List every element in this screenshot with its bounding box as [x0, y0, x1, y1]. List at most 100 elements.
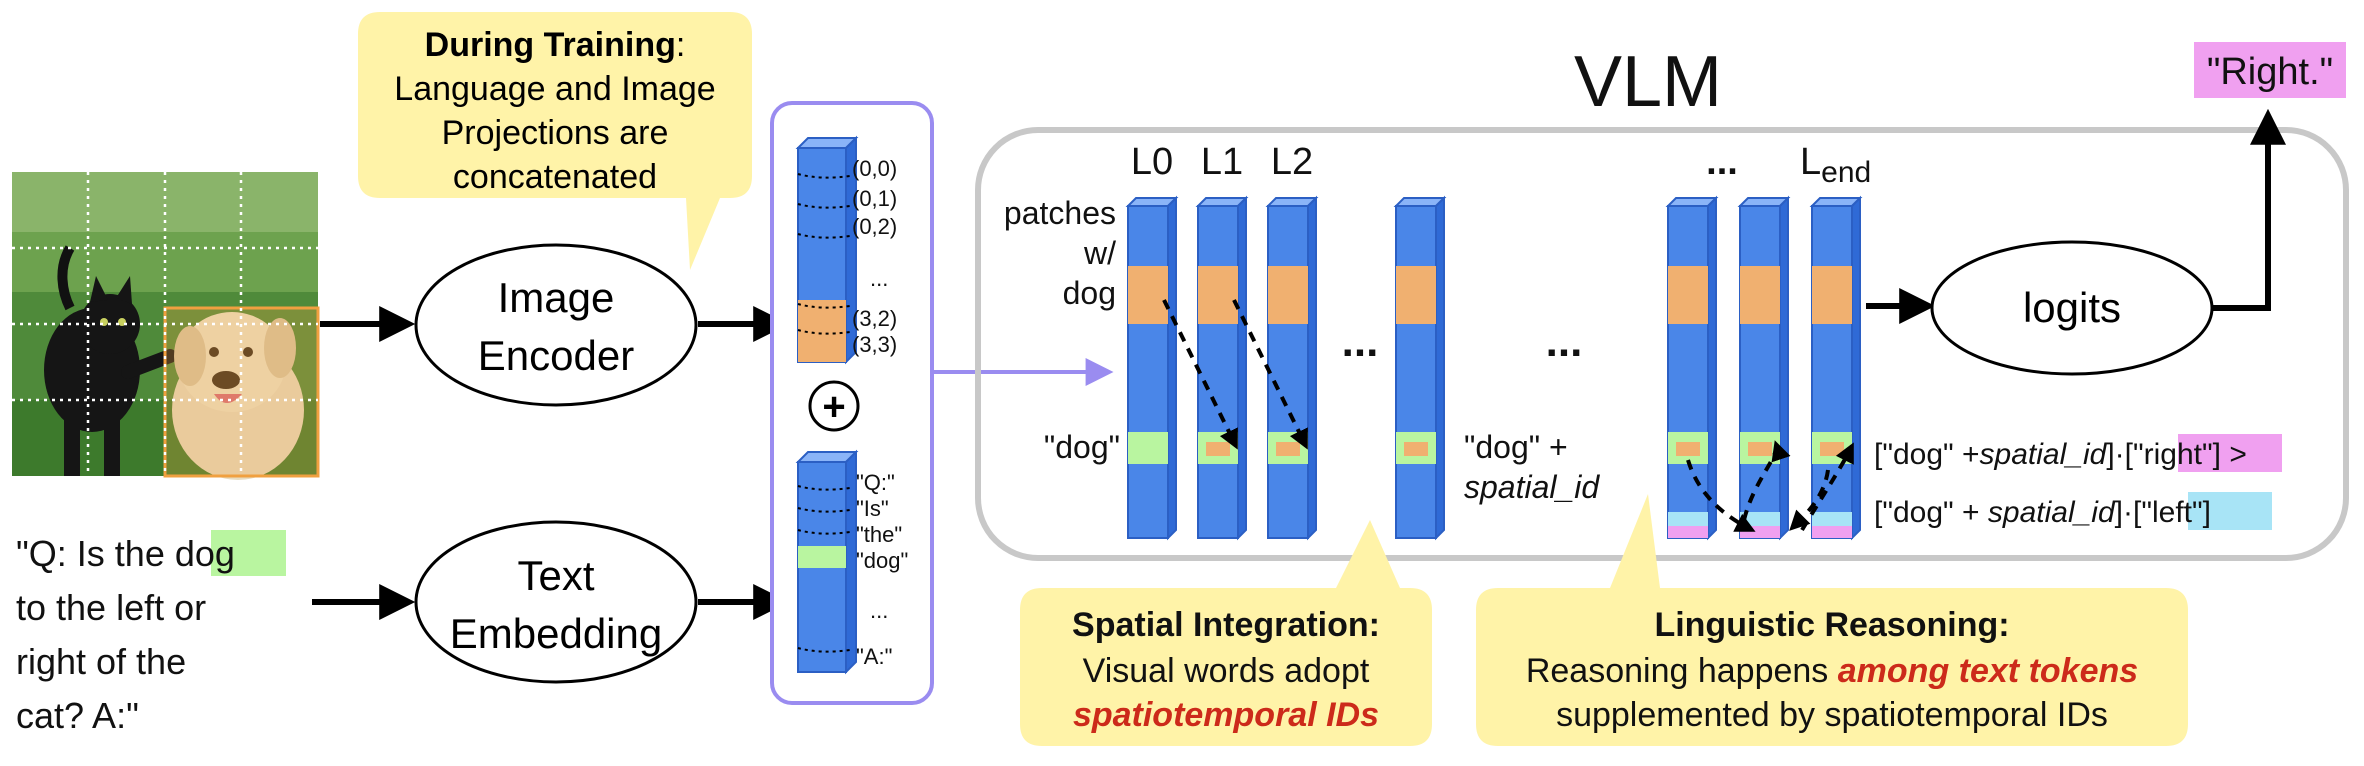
- patch-label-2: (0,2): [852, 214, 897, 239]
- mid-ellipsis-1: ...: [1342, 317, 1379, 366]
- eq2-mid: ]·[: [2115, 496, 2142, 529]
- patch-label-3: ...: [870, 266, 888, 291]
- eq2-left-token: "left": [2141, 496, 2202, 529]
- question-dog-highlight: [211, 530, 286, 576]
- dog-spatial-line2: spatial_id: [1464, 469, 1600, 505]
- question-line3: right of the: [16, 641, 186, 682]
- eq1-spatial-id: spatial_id: [1980, 438, 2108, 471]
- linguistic-callout-line2: supplemented by spatiotemporal IDs: [1556, 696, 2108, 734]
- mid-ellipsis-2: ...: [1546, 317, 1583, 366]
- vlm-left-labels: patches w/ dog "dog": [1004, 195, 1120, 465]
- eq1-right-token: "right": [2133, 438, 2213, 471]
- image-encoder-line1: Image: [498, 274, 615, 321]
- spatial-callout-line1: Visual words adopt: [1083, 652, 1370, 690]
- svg-text:Lend: Lend: [1800, 141, 1871, 189]
- question-line4: cat? A:": [16, 695, 139, 736]
- linguistic-callout-title: Linguistic Reasoning:: [1654, 606, 2009, 644]
- layer-column-l1: [1195, 195, 1249, 541]
- question-dog-word: dog: [175, 533, 235, 574]
- logits-to-output-arrow: [2212, 108, 2286, 311]
- logits-node: logits: [1930, 240, 2214, 376]
- token-label-0: "Q:": [856, 470, 895, 495]
- eq1-post: ] >: [2213, 438, 2247, 471]
- text-embedding-line2: Embedding: [450, 610, 662, 657]
- training-callout-line3: concatenated: [453, 158, 657, 196]
- eq2-spatial-id: spatial_id: [1988, 496, 2116, 529]
- concat-plus: +: [808, 380, 860, 432]
- patch-label-4: (3,2): [852, 306, 897, 331]
- patches-label-line1: patches: [1004, 195, 1116, 231]
- layer-column-l0: [1125, 195, 1179, 541]
- input-photo: [12, 172, 320, 480]
- dog-token-label: "dog": [1044, 429, 1120, 465]
- layer-end-sub: end: [1821, 156, 1871, 189]
- patches-label-line3: dog: [1063, 275, 1116, 311]
- svg-text:"Q: Is the dog: "Q: Is the dog: [16, 533, 235, 574]
- image-encoder-line2: Encoder: [478, 332, 634, 379]
- layer-column-l2: [1265, 195, 1319, 541]
- text-token-labels: "Q:" "Is" "the" "dog" ... "A:": [856, 470, 908, 669]
- eq2-pre: ["dog" +: [1874, 496, 1988, 529]
- information-flow-arrows: [1162, 299, 1854, 532]
- token-label-1: "Is": [856, 496, 889, 521]
- output-text: "Right.": [2207, 51, 2333, 93]
- dog-spatial-label: "dog" + spatial_id: [1464, 429, 1600, 505]
- svg-text:Reasoning happens among text t: Reasoning happens among text tokens: [1526, 652, 2138, 690]
- question-line2: to the left or: [16, 587, 206, 628]
- patch-grid: [12, 172, 318, 476]
- text-token-dog-segment: [798, 546, 846, 568]
- dog-spatial-line1: "dog" +: [1464, 429, 1568, 465]
- text-embedding-line1: Text: [517, 552, 594, 599]
- training-callout: During Training: Language and Image Proj…: [358, 12, 752, 270]
- left-token-highlight: [2188, 492, 2272, 530]
- dog-patch-highlight: [163, 306, 320, 478]
- dog-figure: [172, 312, 304, 480]
- right-token-highlight: [2178, 434, 2282, 472]
- token-label-4: ...: [870, 598, 888, 623]
- eq2-post: ]: [2203, 496, 2211, 529]
- svg-text:["dog" +spatial_id]·["right"]: ["dog" +spatial_id]·["right"] >: [1874, 438, 2247, 471]
- svg-text:During Training:: During Training:: [425, 26, 686, 64]
- layer-label-l1: L1: [1201, 141, 1243, 183]
- linguistic-callout: Linguistic Reasoning: Reasoning happens …: [1476, 494, 2188, 746]
- vlm-title: VLM: [1574, 42, 1722, 122]
- layer-column-end: [1809, 195, 1863, 541]
- training-callout-line2: Projections are: [442, 114, 669, 152]
- layer-labels: L0 L1 L2 ... Lend: [1131, 141, 1871, 189]
- image-patch-column: [795, 135, 859, 365]
- layer-end-base: L: [1800, 141, 1821, 183]
- patches-label-line2: w/: [1083, 235, 1116, 271]
- text-token-column: [795, 449, 859, 675]
- eq1-mid: ]·[: [2106, 438, 2133, 471]
- token-label-5: "A:": [856, 644, 892, 669]
- spatial-callout: Spatial Integration: Visual words adopt …: [1020, 520, 1432, 746]
- layer-label-l2: L2: [1271, 141, 1313, 183]
- question-text: "Q: Is the dog to the left or right of t…: [16, 530, 286, 736]
- logits-label: logits: [2023, 284, 2121, 331]
- patch-labels: (0,0) (0,1) (0,2) ... (3,2) (3,3): [852, 156, 897, 357]
- eq1-pre: ["dog" +: [1874, 438, 1980, 471]
- layer-label-l0: L0: [1131, 141, 1173, 183]
- training-callout-colon: :: [676, 26, 685, 64]
- token-label-2: "the": [856, 522, 902, 547]
- output-answer: "Right.": [2194, 42, 2346, 98]
- layer-column-late1: [1665, 195, 1719, 541]
- token-label-3: "dog": [856, 548, 908, 573]
- image-encoder: Image Encoder: [414, 243, 698, 407]
- spatial-callout-line2: spatiotemporal IDs: [1073, 696, 1379, 734]
- spatial-callout-title: Spatial Integration:: [1072, 606, 1380, 644]
- training-callout-line1: Language and Image: [394, 70, 715, 108]
- layer-columns: [1125, 195, 1863, 541]
- text-embedding: Text Embedding: [414, 520, 698, 684]
- question-line1-pre: "Q: Is the: [16, 533, 175, 574]
- training-callout-title: During Training: [425, 26, 676, 64]
- linguistic-callout-emphasis: among text tokens: [1838, 652, 2138, 690]
- svg-text:["dog" + spatial_id]·["left"]: ["dog" + spatial_id]·["left"]: [1874, 496, 2211, 529]
- layer-column-mid: [1393, 195, 1447, 541]
- plus-sign: +: [822, 385, 845, 429]
- vlm-box: [975, 127, 2349, 561]
- layer-column-late2: [1737, 195, 1791, 541]
- layer-top-ellipsis: ...: [1706, 141, 1738, 183]
- patch-label-1: (0,1): [852, 186, 897, 211]
